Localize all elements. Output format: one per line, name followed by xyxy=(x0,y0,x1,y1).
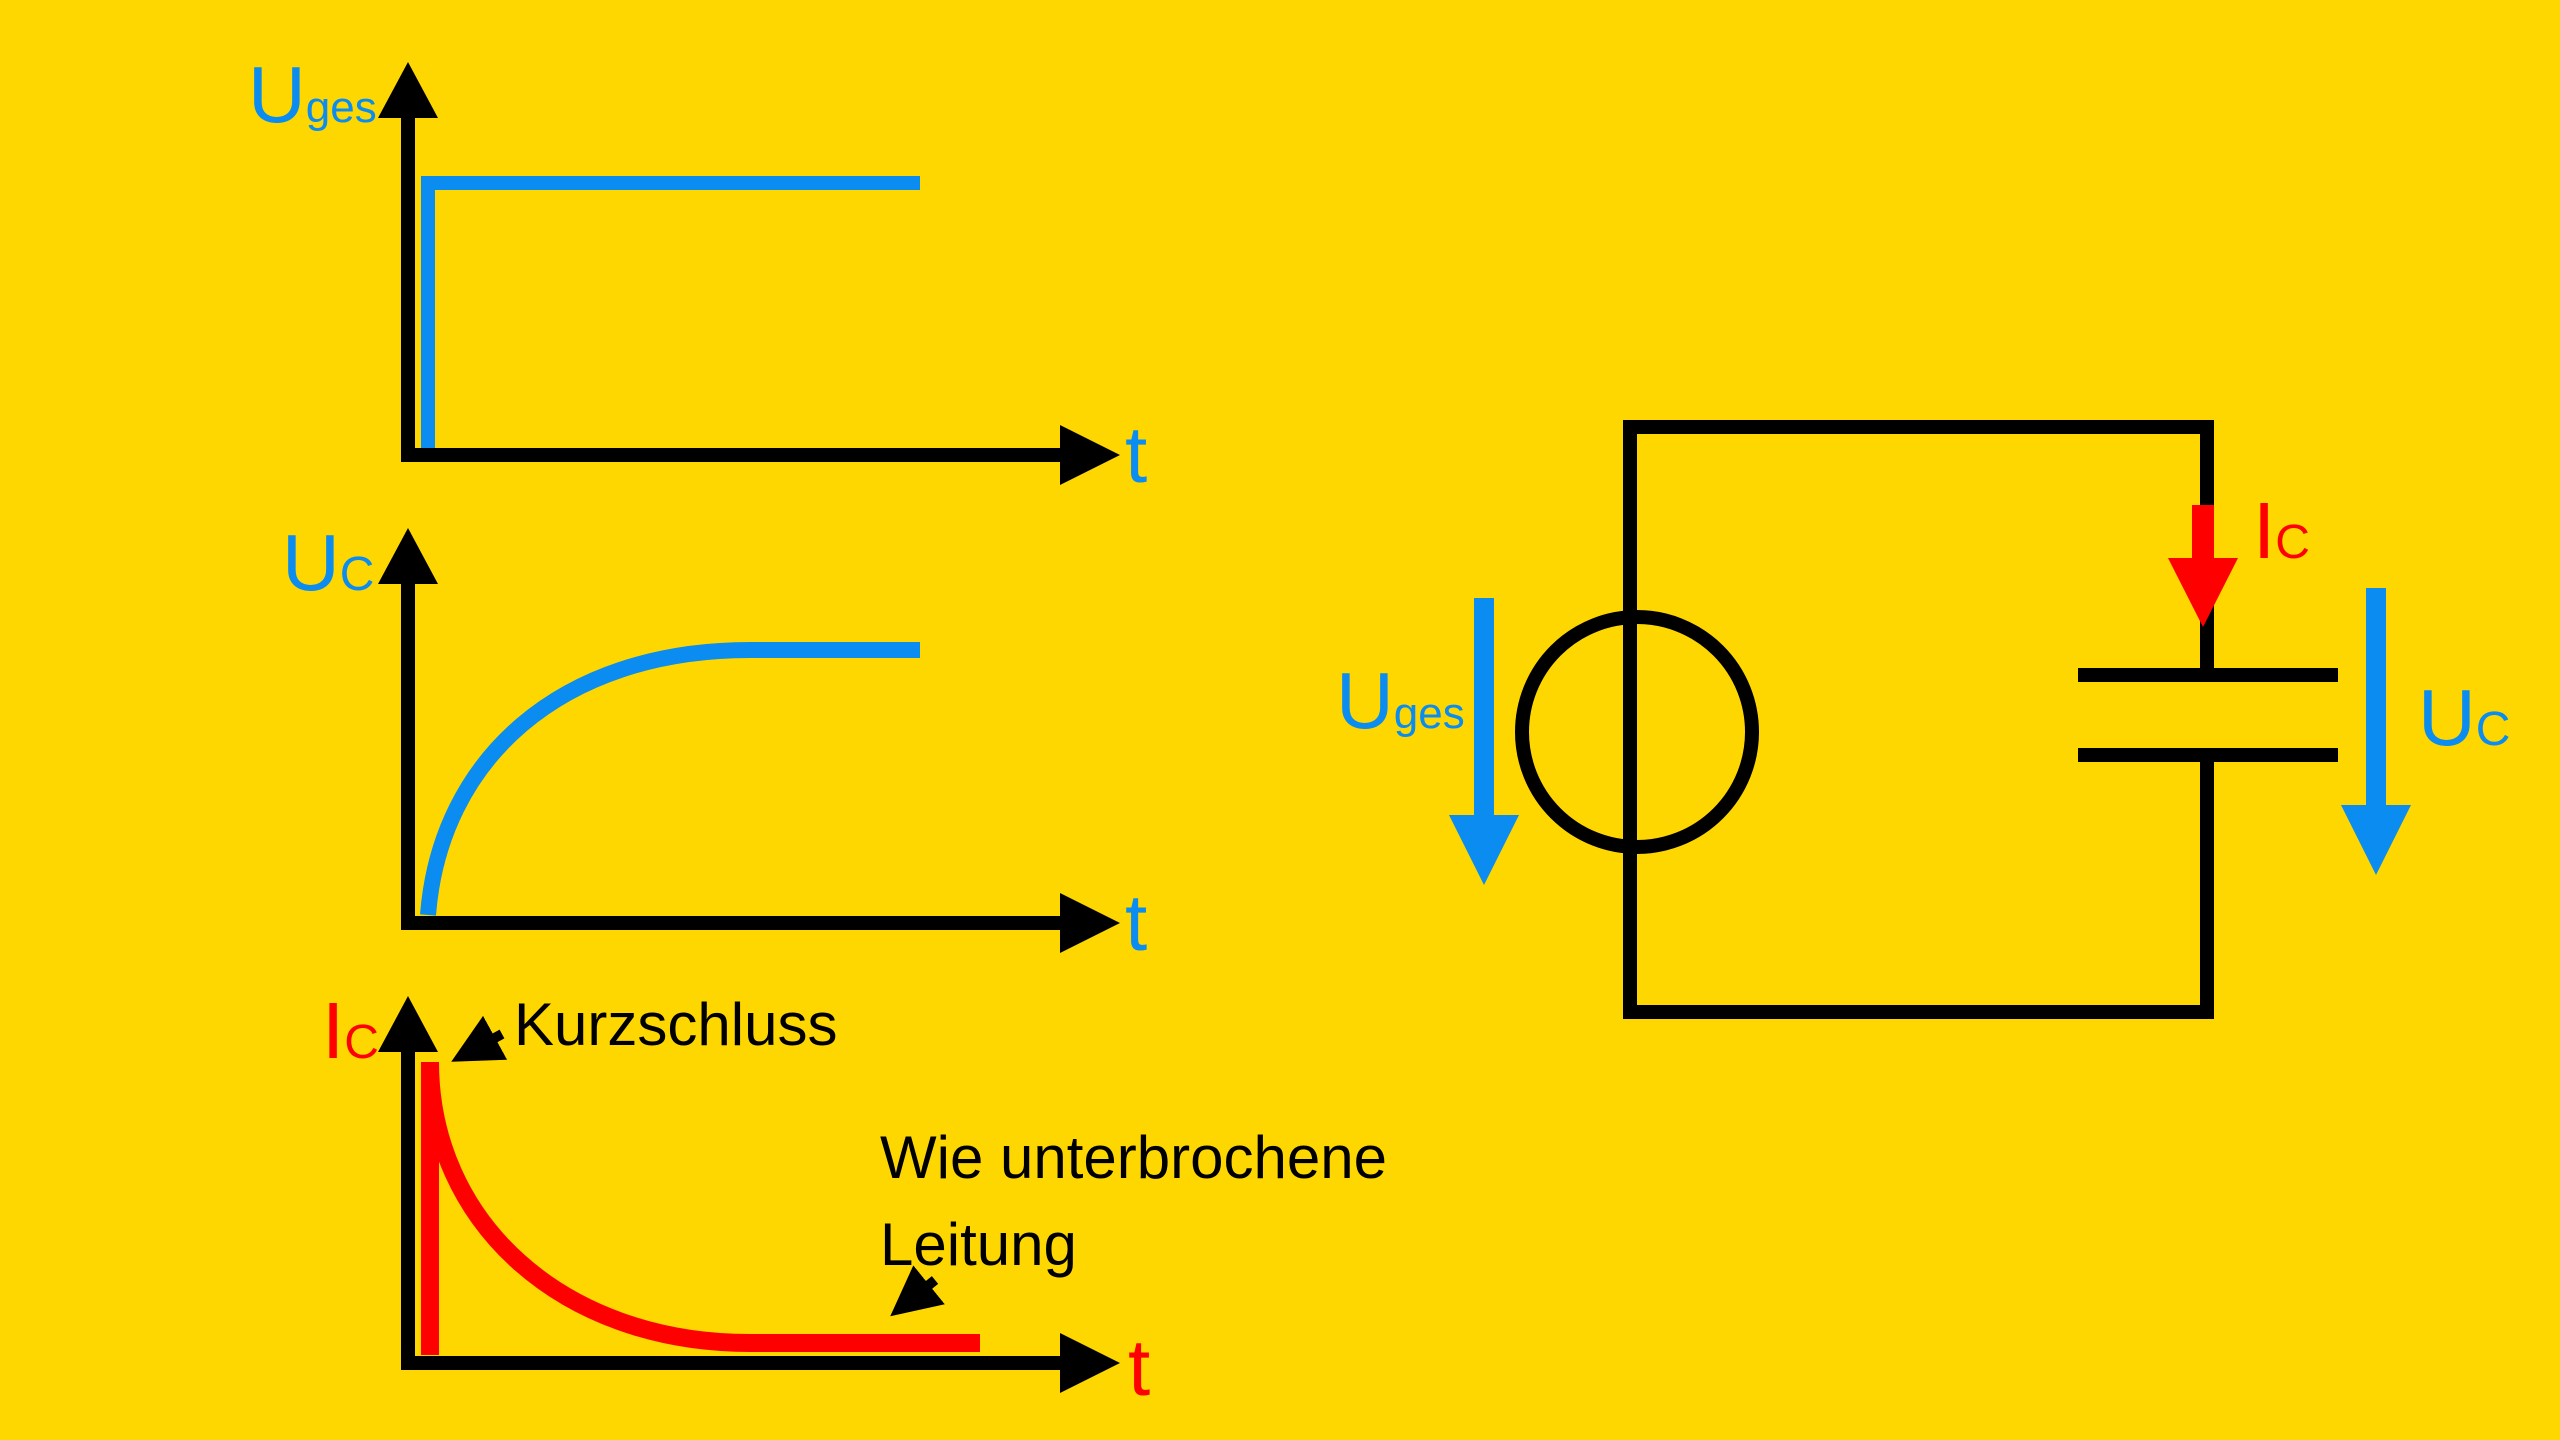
y-axis-arrowhead xyxy=(378,528,438,584)
x-axis-label: t xyxy=(1125,410,1147,499)
short-circuit-pointer-arrow xyxy=(451,1015,508,1062)
capacitor-voltage-arrow xyxy=(2341,588,2411,875)
total-voltage-curve xyxy=(421,176,920,448)
annotation-short-circuit: Kurzschluss xyxy=(514,991,837,1058)
x-axis-arrowhead xyxy=(1060,1333,1120,1393)
y-axis-arrowhead xyxy=(378,62,438,118)
y-axis-arrowhead xyxy=(378,996,438,1052)
circuit-wire-bottom xyxy=(1623,755,2214,1019)
open-line-pointer-arrow xyxy=(890,1265,945,1317)
annotation-open-line-2: Leitung xyxy=(880,1211,1077,1278)
capacitor-voltage-label: UC xyxy=(2418,673,2510,762)
source-voltage-arrow xyxy=(1449,598,1519,885)
x-axis-arrowhead xyxy=(1060,425,1120,485)
y-axis-label: IC xyxy=(322,986,379,1075)
current-label: IC xyxy=(2253,486,2310,575)
y-axis-label: Uges xyxy=(248,50,377,139)
y-axis-label: UC xyxy=(282,518,374,607)
current-arrow xyxy=(2168,505,2238,627)
x-axis-label: t xyxy=(1128,1323,1150,1412)
circuit-wire-top xyxy=(1623,420,2214,675)
circuit-diagram: Uges IC UC xyxy=(1336,420,2510,1019)
graph-capacitor-current: IC t Kurzschluss Wie unterbrochene Leitu… xyxy=(322,986,1387,1412)
source-voltage-label: Uges xyxy=(1336,656,1465,745)
capacitor-icon xyxy=(2078,668,2338,762)
voltage-source-icon xyxy=(1515,610,1759,854)
x-axis-label: t xyxy=(1125,878,1147,967)
capacitor-voltage-curve xyxy=(420,642,920,916)
graph-capacitor-voltage: UC t xyxy=(282,518,1147,967)
x-axis-arrowhead xyxy=(1060,893,1120,953)
capacitor-current-curve xyxy=(421,1061,980,1352)
annotation-open-line-1: Wie unterbrochene xyxy=(880,1124,1387,1191)
graph-total-voltage: Uges t xyxy=(248,50,1147,499)
